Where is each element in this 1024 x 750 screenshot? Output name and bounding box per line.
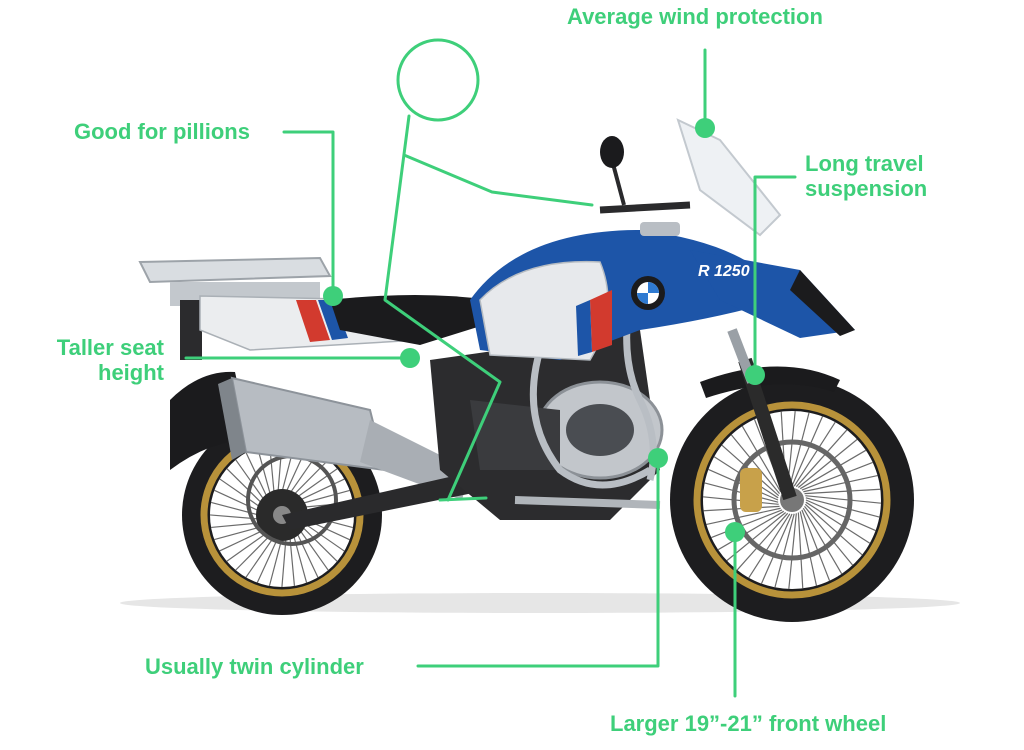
label-suspension-line2: suspension [805,176,928,201]
wheel-spoke [741,425,782,493]
front-wheel [670,378,914,622]
wheel-spoke [804,503,863,556]
pillions-leader [282,130,335,298]
label-twin-cylinder: Usually twin cylinder [145,654,364,679]
wheel-spoke [805,499,876,532]
handlebar [599,136,691,236]
suspension-marker [745,365,765,385]
wheel-spoke [797,512,804,589]
seat-marker [400,348,420,368]
label-front-wheel: Larger 19”-21” front wheel [610,711,887,736]
brand-roundel-icon [631,276,665,310]
cylinder-marker [648,448,668,468]
cylinder-leader [416,456,660,668]
label-seat-line1: Taller seat [56,335,164,360]
label-wind-protection: Average wind protection [567,4,823,29]
label-pillions: Good for pillions [74,119,250,144]
label-suspension-line1: Long travel [805,151,924,176]
wheel-spoke [804,505,854,566]
wheel-spoke [760,513,793,584]
rider-arm [402,153,594,207]
wheel-marker [725,522,745,542]
label-seat-line2: height [98,360,164,385]
wheel-spoke [748,513,791,579]
wheel-spoke [793,421,836,487]
wind-marker [695,118,715,138]
rider-head [396,38,480,122]
wheel-spoke [795,429,848,488]
wheel-spoke [774,513,795,588]
wheel-spoke [805,497,880,518]
wheel-spoke [801,461,873,491]
model-badge: R 1250 [698,263,750,280]
wheel-spoke [804,488,881,495]
wheel-spoke [736,512,789,571]
wheel-spoke [788,513,797,590]
wheel-spoke [799,511,818,586]
wheel-spoke [717,510,785,551]
wheel-spoke [803,474,878,493]
wheel-spoke [799,449,867,490]
suspension-leader [753,175,797,377]
rider-foot [438,496,488,502]
wheel-spoke [711,509,783,539]
front-beak [690,250,855,338]
wheel-spoke [791,416,824,487]
wheel-spoke [730,434,780,495]
wheel-spoke [789,412,810,487]
wheel-spoke [726,512,787,562]
front-mudguard [700,366,840,398]
wheel-spoke [805,501,871,544]
wheel-spoke [805,495,882,504]
wheel-spoke [797,438,858,488]
rider-torso [383,114,502,502]
swingarm [282,470,488,530]
wheel-spoke [706,507,781,526]
wheel-spoke [802,507,843,575]
pillions-marker [323,286,343,306]
engine [430,299,664,520]
wheel-spoke [801,509,831,581]
